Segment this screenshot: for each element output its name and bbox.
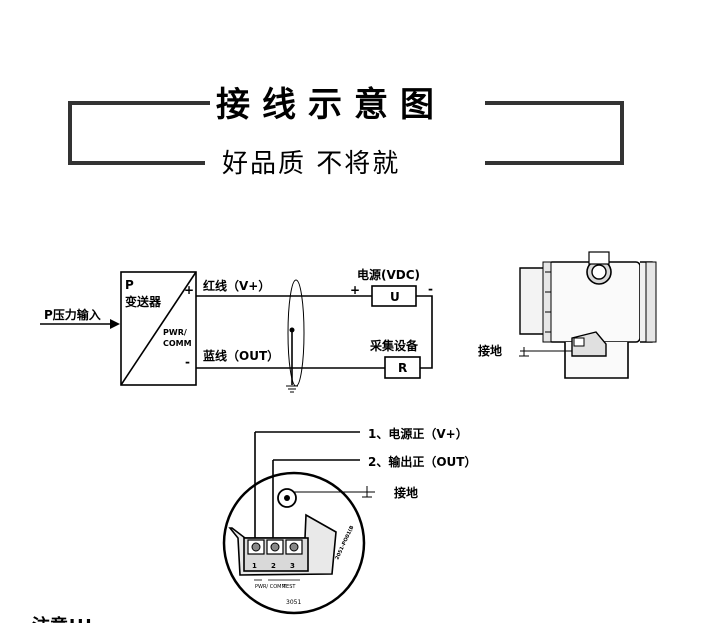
terminal-model: 3051 xyxy=(286,599,301,606)
terminal-item-3: 接地 xyxy=(394,485,418,500)
transmitter-housing-illustration xyxy=(519,251,657,379)
terminal-num-3: 3 xyxy=(290,562,295,570)
wiring-schematic xyxy=(40,271,433,393)
page-title: 接线示意图 xyxy=(216,85,446,125)
terminal-test: TEST xyxy=(282,584,296,590)
supply-plus: + xyxy=(350,283,360,297)
supply-minus: - xyxy=(428,282,433,296)
transmitter-box xyxy=(120,271,197,386)
acquisition-label: 采集设备 xyxy=(369,338,419,353)
power-supply-label: 电源(VDC) xyxy=(357,267,420,282)
red-wire-label: 红线（V+） xyxy=(203,278,270,293)
page-subtitle: 好品质 不将就 xyxy=(222,149,400,179)
header-frame xyxy=(68,101,624,165)
transmitter-p-label: P xyxy=(125,278,134,292)
transmitter-name-label: 变送器 xyxy=(125,294,162,309)
ground-symbol-icon xyxy=(360,486,375,498)
pwr-comm-label-2: COMM xyxy=(163,339,192,348)
terminal-num-2: 2 xyxy=(271,562,276,570)
transmitter-minus: - xyxy=(185,355,190,369)
resistor-symbol: R xyxy=(398,361,407,375)
terminal-block-illustration xyxy=(222,431,366,615)
blue-wire-label: 蓝线（OUT） xyxy=(203,348,279,363)
terminal-num-1: 1 xyxy=(252,562,257,570)
pressure-input-label: P压力输入 xyxy=(44,307,101,322)
transmitter-plus: + xyxy=(184,283,194,297)
terminal-item-2: 2、输出正（OUT） xyxy=(368,454,476,469)
terminal-pwr-comm: PWR/ COMM xyxy=(255,584,286,590)
pwr-comm-label-1: PWR/ xyxy=(163,328,187,337)
note-label: 注意!!! xyxy=(32,615,93,623)
terminal-item-1: 1、电源正（V+） xyxy=(368,426,468,441)
housing-ground-label: 接地 xyxy=(478,343,502,358)
supply-symbol: U xyxy=(390,290,400,304)
